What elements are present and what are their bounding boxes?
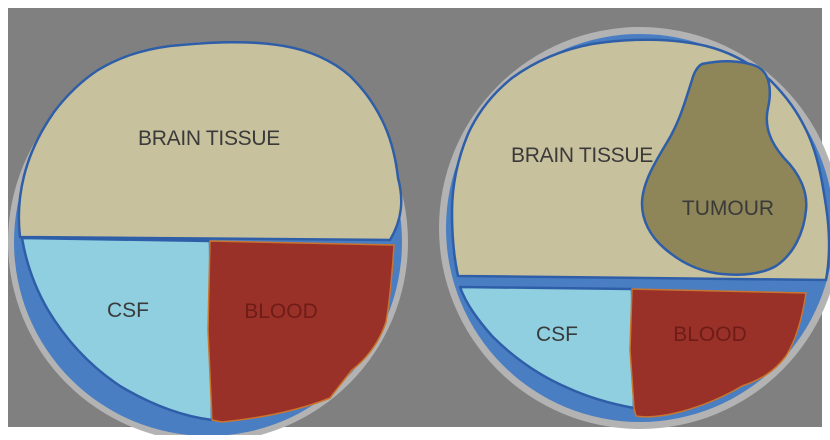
tumour-label: TUMOUR (682, 197, 774, 220)
blood-label-right: BLOOD (673, 323, 747, 346)
panel-tumour: BRAIN TISSUE TUMOUR CSF BLOOD (439, 27, 830, 429)
panel-normal: BRAIN TISSUE CSF BLOOD (8, 42, 408, 435)
blood-label-left: BLOOD (244, 300, 318, 323)
csf-label-right: CSF (536, 323, 578, 346)
brain-tissue-label-right: BRAIN TISSUE (511, 144, 653, 167)
brain-tissue-label-left: BRAIN TISSUE (138, 127, 280, 150)
csf-label-left: CSF (107, 299, 149, 322)
